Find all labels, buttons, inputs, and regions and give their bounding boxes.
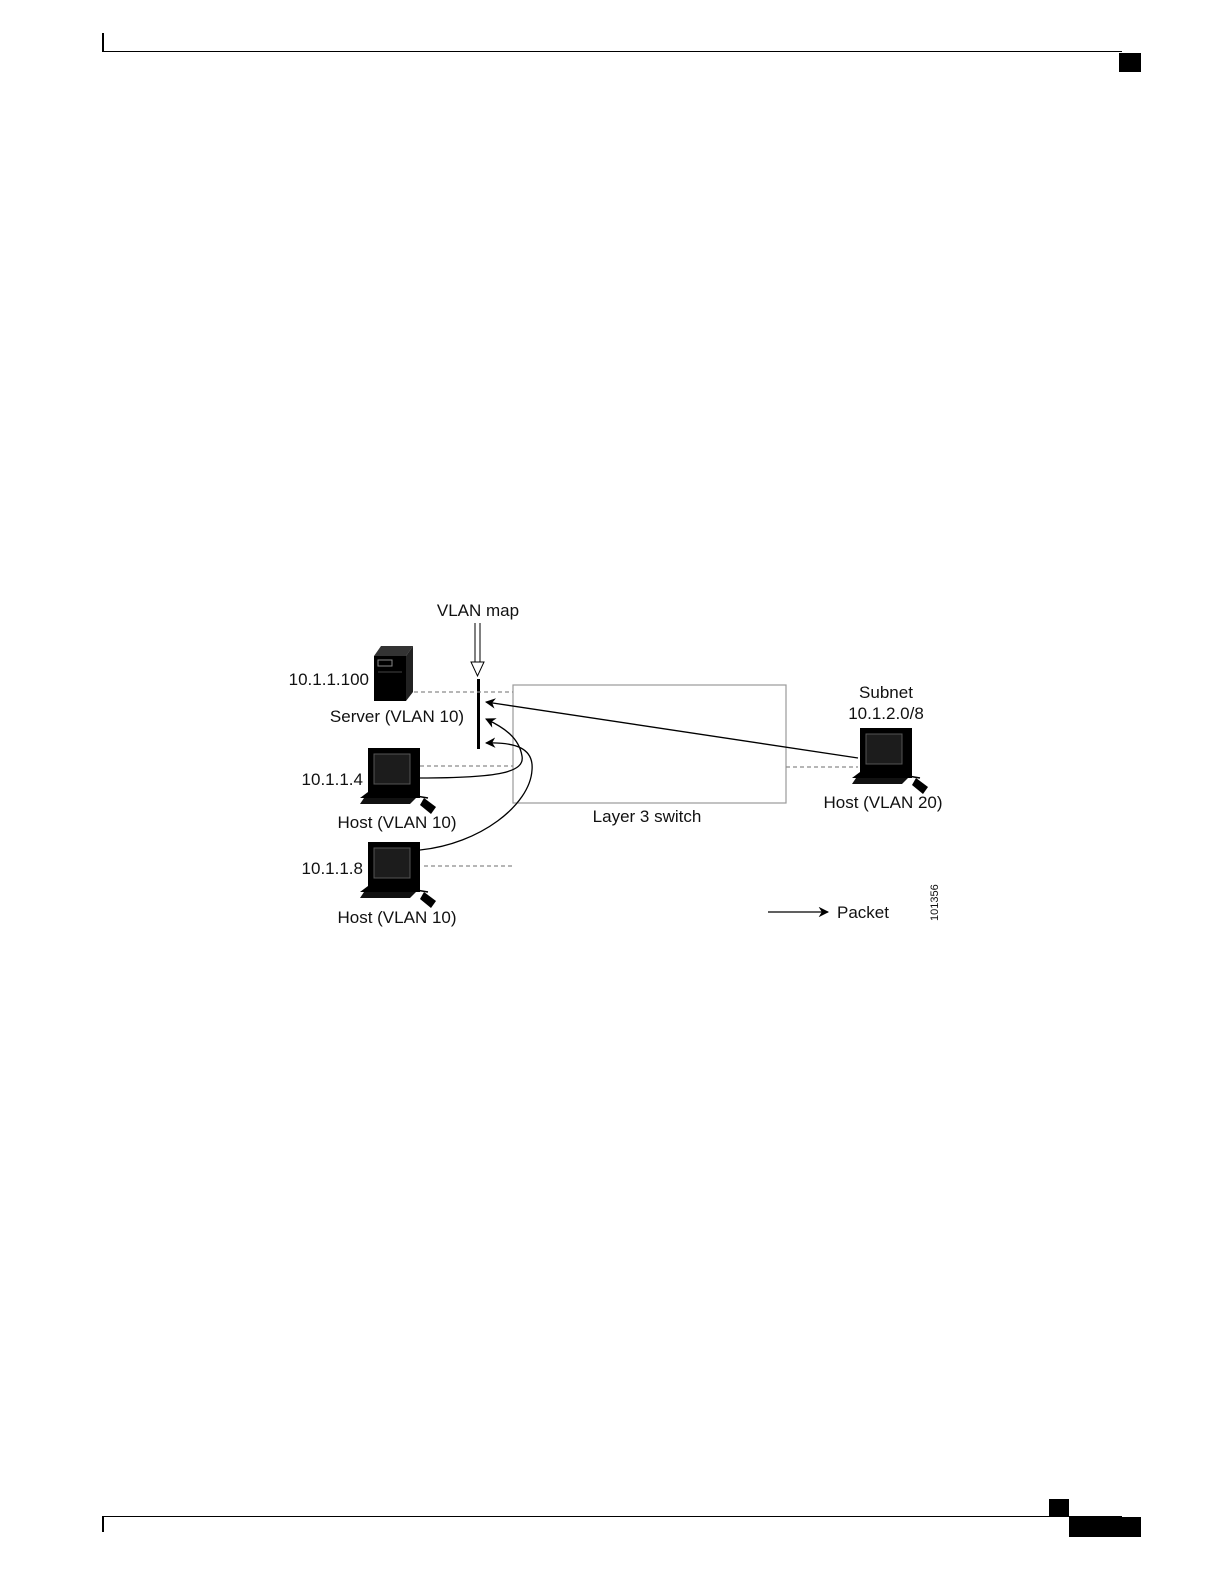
legend-packet-label: Packet — [837, 903, 889, 922]
remote-host-label: Host (VLAN 20) — [823, 793, 942, 812]
packet-from-host-b — [420, 743, 532, 850]
packet-from-remote-host — [486, 702, 858, 758]
vlan-map-label: VLAN map — [437, 601, 519, 620]
vlan-map-pointer-icon — [471, 623, 484, 676]
switch-label: Layer 3 switch — [593, 807, 702, 826]
host-b-label: Host (VLAN 10) — [337, 908, 456, 927]
server-icon — [374, 646, 413, 701]
packet-from-host-a — [420, 719, 522, 778]
layer3-switch-box — [513, 685, 786, 803]
workstation-icon — [360, 842, 436, 908]
host-a-ip: 10.1.1.4 — [302, 770, 363, 789]
vlan-map-bar — [477, 679, 480, 749]
workstation-icon — [852, 728, 928, 794]
server-label: Server (VLAN 10) — [330, 707, 464, 726]
figure-id: 101356 — [929, 884, 941, 921]
packet-flows — [420, 702, 858, 850]
host-a-label: Host (VLAN 10) — [337, 813, 456, 832]
subnet-title: Subnet — [859, 683, 913, 702]
dashed-links — [414, 692, 858, 866]
server-ip: 10.1.1.100 — [289, 670, 369, 689]
subnet-value: 10.1.2.0/8 — [848, 704, 924, 723]
workstation-icon — [360, 748, 436, 814]
host-b-ip: 10.1.1.8 — [302, 859, 363, 878]
